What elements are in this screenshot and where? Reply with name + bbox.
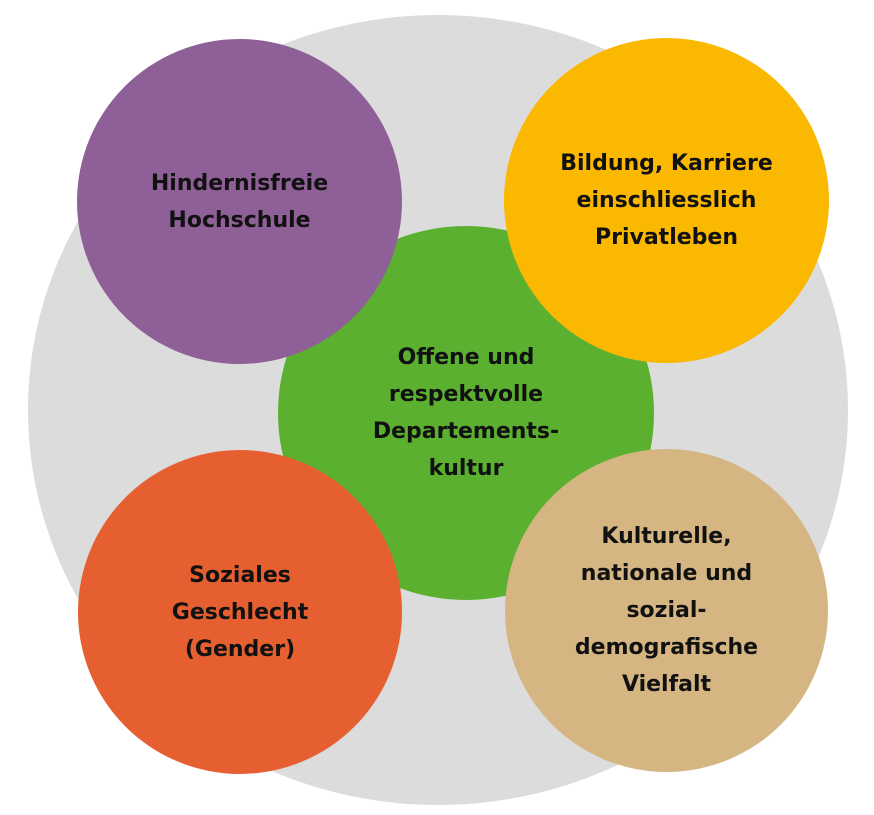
- circle-gender: Soziales Geschlecht (Gender): [78, 450, 402, 774]
- circle-barrier-free-university: Hindernisfreie Hochschule: [77, 39, 402, 364]
- label-departmental-culture: Offene und respektvolle Departements- ku…: [372, 345, 560, 481]
- circle-cultural-diversity: Kulturelle, nationale und sozial- demogr…: [505, 449, 828, 772]
- label-gender: Soziales Geschlecht (Gender): [171, 562, 309, 662]
- label-cultural-diversity: Kulturelle, nationale und sozial- demogr…: [574, 524, 759, 697]
- label-barrier-free-university: Hindernisfreie Hochschule: [150, 170, 329, 233]
- label-education-career: Bildung, Karriere einschliesslich Privat…: [560, 151, 773, 250]
- circle-education-career: Bildung, Karriere einschliesslich Privat…: [504, 38, 829, 363]
